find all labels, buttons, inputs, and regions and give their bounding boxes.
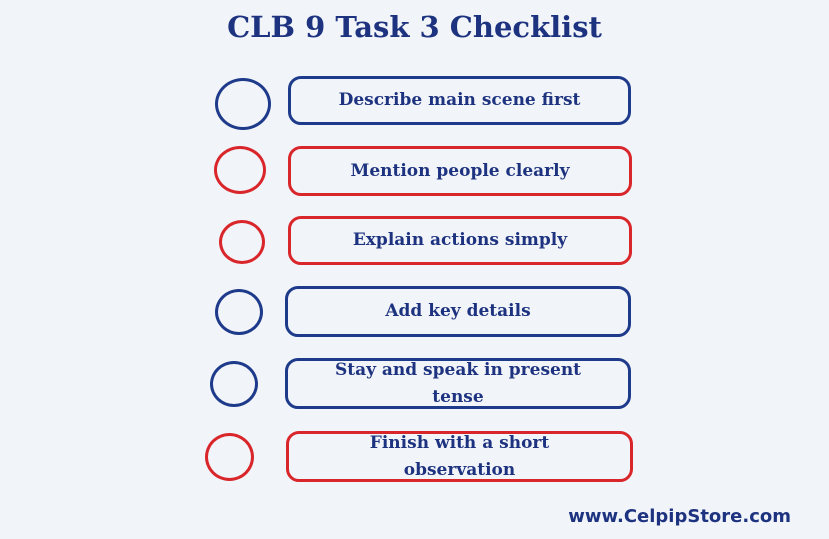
checkbox-circle[interactable] [205, 433, 254, 481]
checklist-label: Stay and speak in present tense [334, 359, 582, 407]
checklist-box: Describe main scene first [288, 76, 631, 125]
checkbox-circle[interactable] [214, 146, 266, 194]
checklist-label: Describe main scene first [338, 90, 581, 110]
checklist-label: Mention people clearly [350, 160, 570, 181]
checklist-box: Mention people clearly [288, 146, 632, 196]
checklist-box: Explain actions simply [288, 216, 632, 265]
checklist-box: Stay and speak in present tense [285, 358, 631, 409]
checkbox-circle[interactable] [219, 220, 265, 264]
checklist-label: Finish with a short observation [369, 432, 550, 480]
checkbox-circle[interactable] [215, 289, 263, 335]
checklist-label: Add key details [385, 301, 531, 321]
checkbox-circle[interactable] [210, 361, 258, 407]
checklist-label: Explain actions simply [352, 230, 568, 250]
website-url[interactable]: www.CelpipStore.com [568, 506, 791, 527]
checklist-box: Finish with a short observation [286, 431, 633, 482]
checkbox-circle[interactable] [215, 78, 271, 130]
checklist-box: Add key details [285, 286, 631, 337]
page-title: CLB 9 Task 3 Checklist [227, 10, 602, 44]
